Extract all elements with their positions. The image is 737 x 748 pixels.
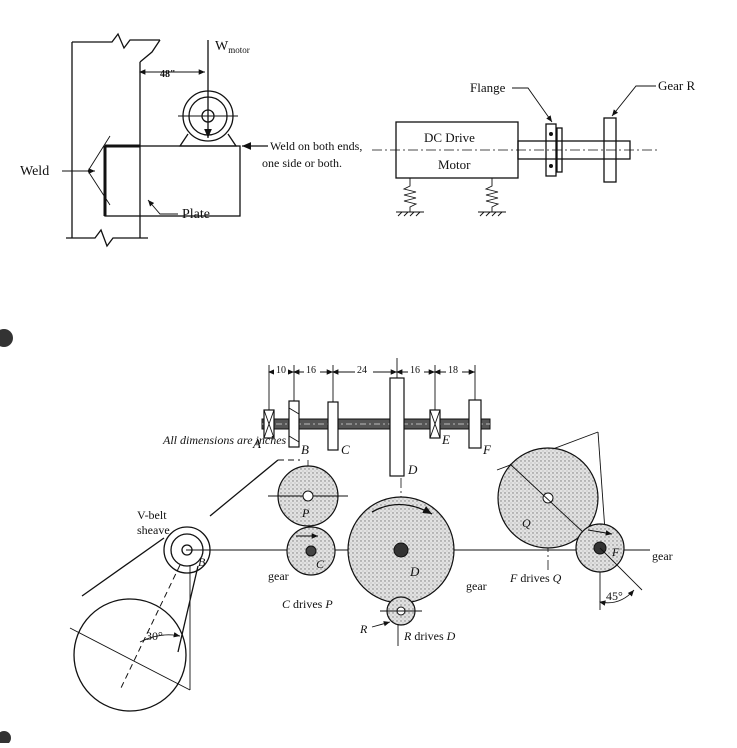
gear-layout: 30° B V-belt sheave P C gear C drives P …	[69, 431, 673, 712]
dim-label: 16	[306, 365, 316, 376]
label-b: B	[198, 555, 206, 569]
label-f: F	[611, 545, 620, 559]
dc-drive-figure: DC Drive Motor Flange Gear R	[372, 78, 696, 217]
flange	[545, 123, 557, 177]
dimensions-note: All dimensions are inches	[162, 433, 287, 447]
flange-label: Flange	[470, 80, 506, 95]
v-belt-sheave	[163, 526, 211, 574]
rotation-arrow	[371, 503, 433, 515]
sheave-b	[288, 400, 300, 448]
driven-pulley	[73, 598, 187, 712]
weld-label: Weld	[20, 164, 49, 179]
weld-symbol	[87, 135, 111, 206]
gear-d	[389, 377, 405, 477]
plate-label: Plate	[182, 207, 210, 222]
dim-label: 24	[357, 365, 367, 376]
c-drives-p-label: C drives P	[282, 597, 333, 611]
motor-label: Motor	[438, 157, 471, 172]
w-motor-label: Wmotor	[215, 39, 250, 55]
weld-note-line1: Weld on both ends,	[270, 139, 362, 153]
dim-label: 18	[448, 365, 458, 376]
dim-label: 16	[410, 365, 420, 376]
gear-r-leader	[611, 85, 656, 117]
shaft-elevation: 10 16 24 16 18 All dimensions are inches…	[162, 358, 492, 477]
v-belt-label: V-belt	[137, 508, 167, 522]
label-p: P	[301, 506, 310, 520]
plate	[104, 145, 241, 217]
belt-upper	[209, 459, 279, 517]
belt-right	[177, 565, 199, 653]
shaft-label-e: E	[441, 432, 450, 447]
shaft-label-f: F	[482, 442, 492, 457]
dim-48-label: 48"	[160, 69, 176, 80]
plate-leader	[147, 199, 178, 215]
label-d: D	[409, 564, 420, 579]
motor-mount-figure: 48" Wmotor Weld Weld on both ends, one s…	[20, 32, 362, 248]
gear-d-label: gear	[466, 579, 487, 593]
gear-c	[327, 401, 339, 451]
margin-mark	[0, 329, 13, 347]
shaft-label-a: A	[252, 436, 261, 451]
dc-drive-label: DC Drive	[424, 130, 475, 145]
top-break-line	[72, 32, 160, 50]
angle-45-label: 45°	[606, 589, 623, 603]
r-drives-d-label: R drives D	[403, 629, 456, 643]
label-r: R	[359, 622, 368, 636]
gear-f-label: gear	[652, 549, 673, 563]
bottom-break-line	[66, 228, 148, 248]
gear-r-label: Gear R	[658, 78, 696, 93]
shaft-label-b: B	[301, 442, 309, 457]
label-c: C	[316, 557, 325, 571]
shaft-label-d: D	[407, 462, 418, 477]
gear-r	[603, 117, 617, 183]
spring-left	[402, 178, 418, 212]
weld-note-line2: one side or both.	[262, 156, 342, 170]
shaft-label-c: C	[341, 442, 350, 457]
sheave-label: sheave	[137, 523, 170, 537]
dim-label: 10	[276, 365, 286, 376]
belt-left	[81, 537, 165, 597]
angle-30-label: 30°	[146, 629, 163, 643]
f-drives-q-label: F drives Q	[509, 571, 562, 585]
label-q: Q	[522, 516, 531, 530]
gear-c-label: gear	[268, 569, 289, 583]
gear-f	[468, 399, 482, 449]
spring-right	[484, 178, 500, 212]
flange-leader	[512, 87, 553, 123]
motor-shaft	[517, 140, 631, 160]
